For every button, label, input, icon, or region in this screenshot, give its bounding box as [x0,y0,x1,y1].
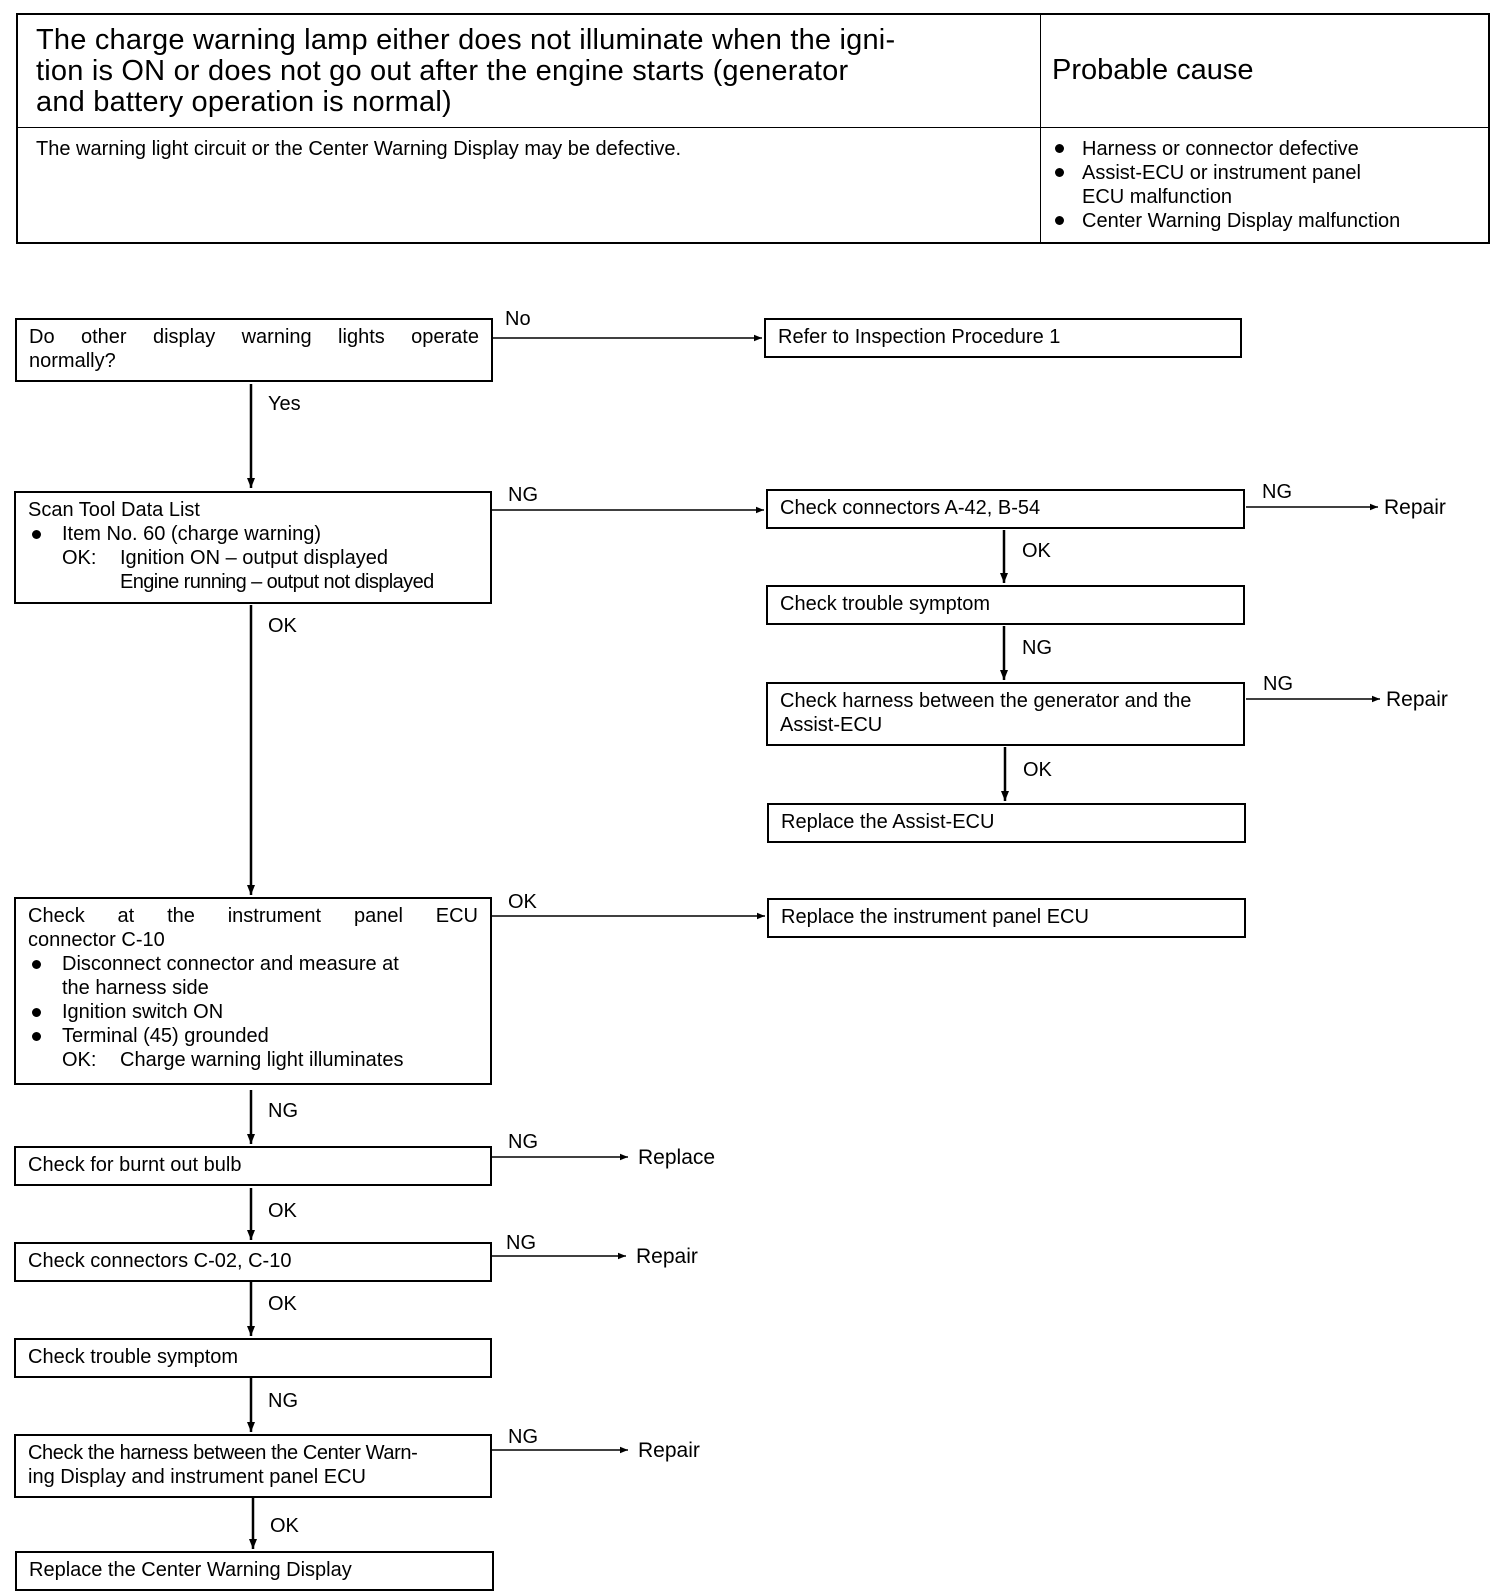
step-scan-tool: Scan Tool Data List Item No. 60 (charge … [14,491,492,604]
table-column-divider [1040,15,1041,242]
step-check-harness-generator: Check harness between the generator and … [766,682,1245,746]
bullet-item: Terminal (45) grounded [28,1024,478,1048]
step-check-burnt-bulb: Check for burnt out bulb [14,1146,492,1186]
label-ng: NG [1022,637,1052,659]
step-replace-assist-ecu: Replace the Assist-ECU [767,803,1246,843]
label-ok: OK [1023,759,1052,781]
label-ng: NG [506,1232,536,1254]
outcome-repair: Repair [636,1245,698,1268]
outcome-replace: Replace [638,1146,716,1169]
bullet-icon [1055,168,1064,177]
bullet-icon [32,1032,41,1041]
step-replace-cwd: Replace the Center Warning Display [15,1551,494,1591]
symptom-description: The warning light circuit or the Center … [36,138,682,160]
label-ng: NG [508,1131,538,1153]
label-ok: OK [1022,540,1051,562]
outcome-repair: Repair [1386,688,1448,711]
step-replace-ipecu: Replace the instrument panel ECU [767,898,1246,938]
symptom-title: The charge warning lamp either does not … [36,24,896,118]
label-no: No [505,308,531,330]
outcome-repair: Repair [638,1439,700,1462]
label-ng: NG [508,484,538,506]
label-yes: Yes [268,393,301,415]
cause-item: Center Warning Display malfunction [1048,209,1468,233]
label-ok: OK [268,1200,297,1222]
label-ok: OK [268,1293,297,1315]
label-ng: NG [268,1390,298,1412]
bullet-icon [1055,144,1064,153]
probable-cause-heading: Probable cause [1052,54,1254,86]
bullet-icon [1055,216,1064,225]
step-check-conn-c02-c10: Check connectors C-02, C-10 [14,1242,492,1282]
cause-item: Assist-ECU or instrument panel ECU malfu… [1048,161,1468,209]
step-other-lights: Do other display warning lights operate … [15,318,493,382]
probable-cause-list: Harness or connector defective Assist-EC… [1048,137,1468,233]
label-ng: NG [1262,481,1292,503]
outcome-repair: Repair [1384,496,1446,519]
step-check-symptom-left: Check trouble symptom [14,1338,492,1378]
step-check-harness-cwd: Check the harness between the Center War… [14,1434,492,1498]
table-row-divider [18,127,1488,128]
bullet-icon [32,1008,41,1017]
step-refer-procedure-1: Refer to Inspection Procedure 1 [764,318,1242,358]
step-check-ipecu-c10: Check at the instrument panel ECU connec… [14,897,492,1085]
label-ng: NG [1263,673,1293,695]
bullet-item: Item No. 60 (charge warning) [28,522,478,546]
label-ok: OK [268,615,297,637]
step-check-conn-a42-b54: Check connectors A-42, B-54 [766,489,1245,529]
probable-cause-table: The charge warning lamp either does not … [16,13,1490,244]
label-ng: NG [268,1100,298,1122]
label-ng: NG [508,1426,538,1448]
bullet-icon [32,960,41,969]
step-check-symptom-right: Check trouble symptom [766,585,1245,625]
bullet-item: Ignition switch ON [28,1000,478,1024]
bullet-icon [32,530,41,539]
cause-item: Harness or connector defective [1048,137,1468,161]
label-ok: OK [270,1515,299,1537]
label-ok: OK [508,891,537,913]
